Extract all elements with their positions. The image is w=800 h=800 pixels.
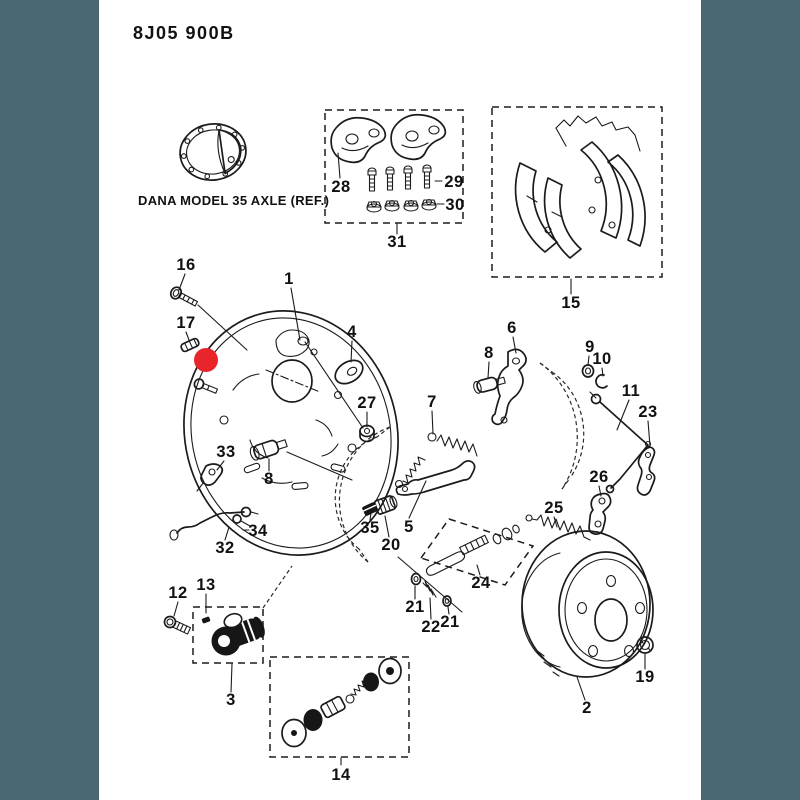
callout-17: 17 [176, 314, 195, 332]
callout-13: 13 [196, 576, 215, 594]
callout-24: 24 [471, 574, 491, 592]
cable-guide-32 [169, 506, 259, 541]
lug-nut-19 [636, 636, 654, 654]
bracket-part [390, 113, 447, 161]
callout-8-left: 8 [264, 470, 274, 488]
callout-25: 25 [544, 499, 563, 517]
callout-20: 20 [381, 536, 400, 554]
park-brake-lever-6 [491, 348, 527, 426]
bolt-set [367, 164, 432, 192]
clip-10 [595, 373, 608, 389]
adjuster-kit-box [419, 518, 535, 586]
callout-30: 30 [445, 196, 464, 214]
callout-19: 19 [635, 668, 654, 686]
callout-9: 9 [585, 338, 595, 356]
callout-34: 34 [248, 522, 268, 540]
spring-25 [525, 514, 591, 541]
callout-28: 28 [331, 178, 350, 196]
callout-33: 33 [216, 443, 235, 461]
callout-8-right: 8 [484, 344, 494, 362]
parts-diagram: 8J05 900B DANA MODEL 35 AXLE (REF.) [133, 23, 663, 784]
cylinder-repair-kit-box [269, 656, 410, 758]
callout-22: 22 [421, 618, 440, 636]
leader-lines [173, 152, 651, 766]
callout-23: 23 [638, 403, 657, 421]
callout-31: 31 [387, 233, 406, 251]
highlight-marker[interactable] [194, 348, 218, 372]
bleeder-screw-13 [201, 616, 211, 624]
callout-21-b: 21 [440, 613, 459, 631]
axle-caption: DANA MODEL 35 AXLE (REF.) [138, 193, 329, 208]
support-bracket-kit-box [324, 109, 464, 224]
pin-part [193, 378, 218, 394]
callout-5: 5 [404, 518, 414, 536]
diagram-code: 8J05 900B [133, 23, 235, 43]
pin-8-left [249, 439, 288, 461]
spacer-17 [180, 337, 200, 353]
callout-15: 15 [561, 294, 580, 312]
bolt-16 [169, 286, 199, 307]
bracket-part [330, 116, 387, 164]
brake-shoe-set-box [491, 106, 663, 278]
bolt-12 [163, 615, 192, 635]
axle-flange-illustration: DANA MODEL 35 AXLE (REF.) [138, 123, 329, 208]
callout-29: 29 [444, 173, 463, 191]
clip-35 [362, 502, 378, 516]
callout-10: 10 [592, 350, 611, 368]
washer-4 [334, 359, 364, 385]
bracket-33 [196, 463, 224, 492]
callout-21-a: 21 [405, 598, 424, 616]
callout-11: 11 [622, 382, 640, 400]
callout-27: 27 [357, 394, 376, 412]
pin-8-right [473, 376, 506, 394]
callout-2: 2 [582, 699, 592, 717]
brake-drum [521, 530, 654, 678]
callout-6: 6 [507, 319, 517, 337]
callout-26: 26 [589, 468, 608, 486]
bracket-23 [636, 446, 656, 496]
callout-14: 14 [331, 766, 351, 784]
callout-1: 1 [284, 270, 294, 288]
diagram-page: 8J05 900B DANA MODEL 35 AXLE (REF.) [99, 0, 701, 800]
callout-labels: 1 2 3 4 5 6 7 8 8 9 10 11 12 13 14 15 16… [168, 173, 657, 784]
nut-set [366, 198, 437, 213]
cable-11 [589, 391, 652, 494]
bolt-34 [232, 514, 251, 527]
adjuster-small-parts [397, 556, 463, 613]
wheel-cylinder-box [192, 606, 265, 664]
adjuster-lever-5 [395, 460, 476, 496]
callout-12: 12 [168, 584, 187, 602]
callout-4: 4 [347, 323, 357, 341]
callout-3: 3 [226, 691, 236, 709]
backing-plate [183, 310, 399, 556]
callout-32: 32 [215, 539, 234, 557]
nut-27 [359, 424, 375, 443]
lever-26 [588, 492, 612, 535]
ghost-brake-shoes [334, 362, 585, 563]
callout-16: 16 [176, 256, 195, 274]
callout-35: 35 [360, 519, 379, 537]
return-springs [394, 432, 478, 489]
callout-7: 7 [427, 393, 437, 411]
